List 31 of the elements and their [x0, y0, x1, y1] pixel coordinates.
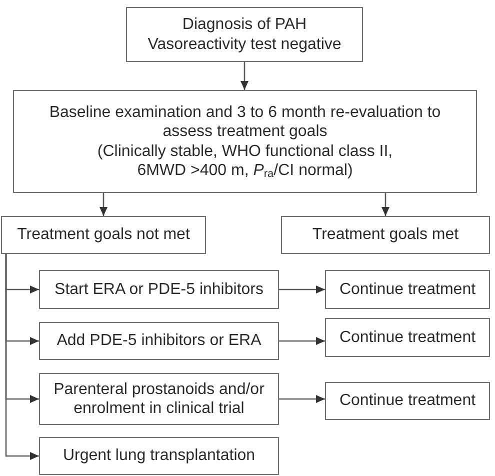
process-box [126, 7, 363, 62]
arrow [279, 337, 325, 345]
box-text: Continue treatment [339, 280, 476, 300]
arrow [382, 193, 390, 216]
box-text: Continue treatment [339, 391, 476, 411]
arrow [100, 193, 108, 216]
process-box [39, 270, 279, 309]
process-box [325, 318, 490, 357]
process-box [1, 216, 206, 254]
box-text: Urgent lung transplantation [62, 446, 256, 466]
process-box [39, 373, 279, 425]
process-box [39, 322, 279, 360]
box-text: Diagnosis of PAH [182, 15, 307, 34]
box-text: Treatment goals not met [17, 225, 190, 245]
box-text: (Clinically stable, WHO functional class II, 6MWD >400 m, P$_{ra}$/CI normal) [96, 142, 394, 180]
box-text: Vasoreactivity test negative [148, 34, 342, 54]
box-text: Baseline examination and 3 to 6 month re-evaluation to assess treatment goals [48, 102, 442, 142]
process-box [39, 437, 279, 475]
process-box [13, 90, 477, 193]
arrow [279, 286, 325, 294]
arrow [279, 395, 325, 403]
box-text: Continue treatment [339, 328, 476, 348]
box-text: Treatment goals met [312, 225, 459, 245]
arrow [5, 254, 39, 460]
box-text: Start ERA or PDE-5 inhibitors [54, 280, 264, 300]
arrow [240, 62, 248, 90]
process-box [325, 270, 490, 309]
process-box [325, 382, 490, 420]
box-text: Add PDE-5 inhibitors or ERA [56, 331, 262, 351]
process-box [281, 216, 490, 254]
box-text: Parenteral prostanoids and/or enrolment in clinical trial [52, 380, 266, 418]
